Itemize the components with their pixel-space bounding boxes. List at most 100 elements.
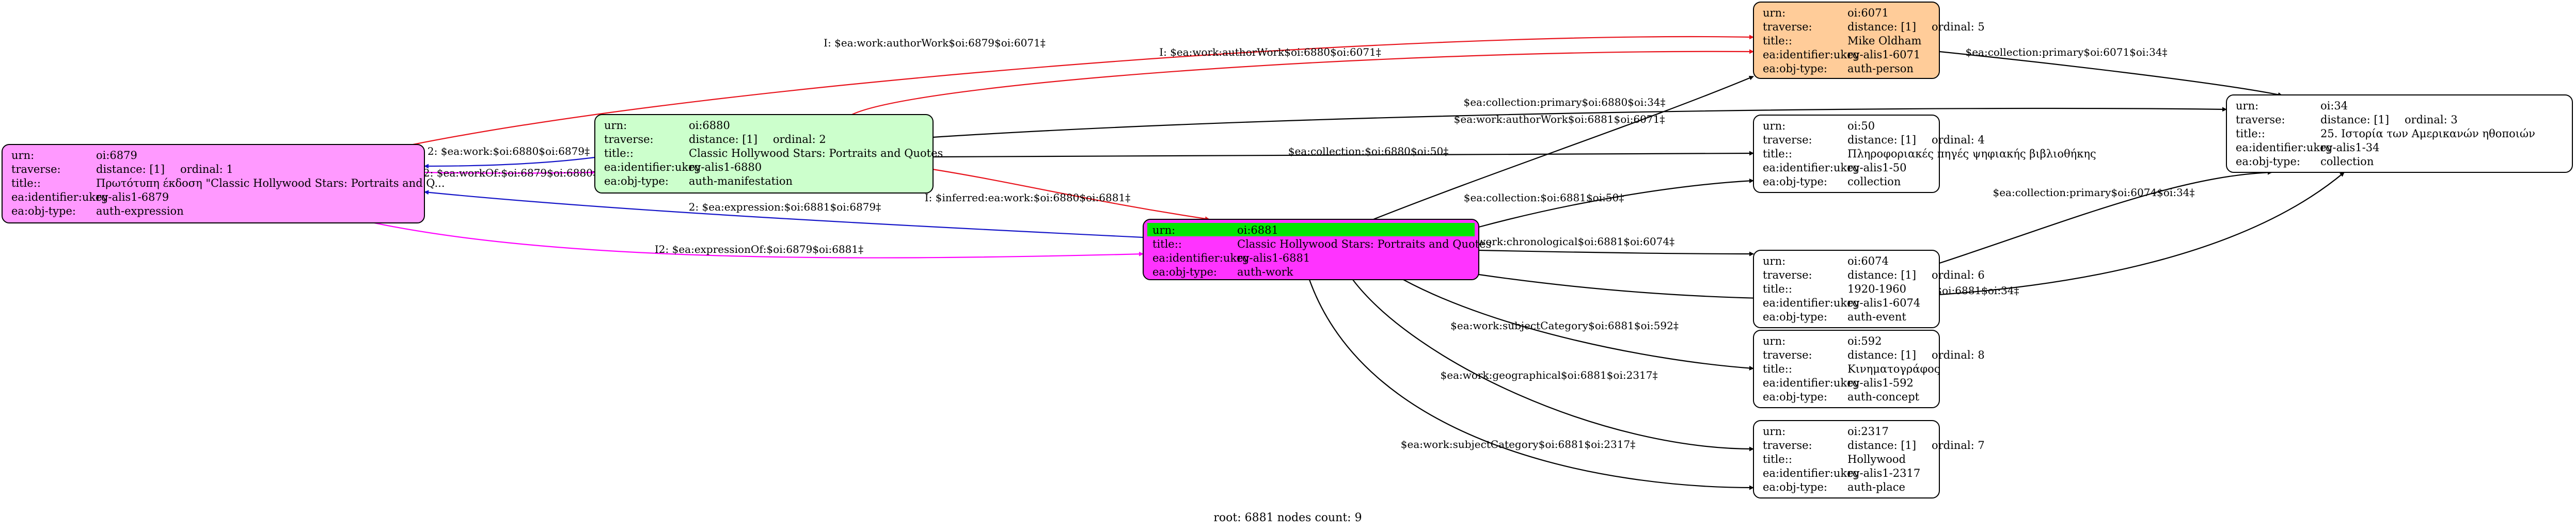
node-field-key: ea:obj-type: [1763, 175, 1827, 188]
node-field-value: Classic Hollywood Stars: Portraits and Q… [1237, 238, 1491, 250]
node-field-key: ea:obj-type: [1763, 311, 1827, 323]
node-field-value: rg-alis1-6071 [1847, 49, 1920, 61]
edge-e6: 2: $ea:work:$oi:6880$oi:6879‡ [424, 145, 595, 169]
edge-label: $ea:collection:primary$oi:6880$oi:34‡ [1463, 96, 1665, 108]
node-field-key: title:: [1763, 35, 1792, 47]
node-field-key: title:: [11, 177, 41, 189]
node-field-value: collection [2320, 155, 2374, 168]
edge-label: $ea:collection:$oi:6881$oi:50‡ [1464, 191, 1624, 204]
node-field-value: oi:6074 [1847, 255, 1889, 267]
node-field-value: auth-person [1847, 62, 1914, 75]
node-field-value: 25. Ιστορία των Αμερικανών ηθοποιών [2320, 127, 2535, 140]
node-field-extra: ordinal: 5 [1932, 21, 1985, 33]
node-field-value: oi:34 [2320, 100, 2348, 112]
node-field-key: urn: [11, 149, 34, 162]
edge-e18: $ea:work:subjectCategory$oi:6881$oi:2317… [1308, 279, 1754, 490]
edge-line [1939, 51, 2283, 97]
edge-label: I: $inferred:ea:work:$oi:6880$oi:6881‡ [925, 191, 1130, 204]
edge-e4: $ea:work:authorWork$oi:6881$oi:6071‡ [1373, 75, 1754, 220]
urn-highlight [1147, 223, 1475, 236]
node-field-value: distance: [1] [96, 163, 165, 175]
node-field-value: oi:50 [1847, 120, 1875, 132]
node-field-key: title:: [1763, 363, 1792, 375]
edge-e3: $ea:collection:primary$oi:6880$oi:34‡ [932, 96, 2227, 138]
node-field-value: distance: [1] [689, 133, 757, 146]
node-field-key: ea:obj-type: [1763, 481, 1827, 493]
node-field-value: rg-alis1-34 [2320, 141, 2380, 154]
node-box [1753, 2, 1940, 79]
node-field-key: title:: [1763, 453, 1792, 465]
node-field-key: title:: [1763, 148, 1792, 160]
edge-e10: 2: $ea:expression:$oi:6881$oi:6879‡ [424, 190, 1144, 238]
edge-e2: I: $ea:work:authorWork$oi:6880$oi:6071‡ [851, 46, 1754, 115]
node-field-key: ea:obj-type: [11, 205, 76, 217]
node-field-value: Πρωτότυπη έκδοση "Classic Hollywood Star… [96, 177, 445, 189]
node-field-value: distance: [1] [1847, 349, 1916, 361]
node-field-value: oi:6071 [1847, 7, 1889, 19]
node-field-key: ea:identifier:ukey [1763, 467, 1860, 479]
edges-layer: I: $ea:work:authorWork$oi:6879$oi:6071‡I… [374, 35, 2345, 490]
edge-label: I2: $ea:expressionOf:$oi:6879$oi:6881‡ [655, 243, 863, 255]
node-field-extra: ordinal: 4 [1932, 134, 1985, 146]
node-field-value: rg-alis1-6074 [1847, 297, 1920, 309]
node-field-key: traverse: [1763, 134, 1812, 146]
edge-line [1373, 75, 1754, 220]
edge-e5: $ea:collection:primary$oi:6071$oi:34‡ [1939, 46, 2283, 97]
node-field-extra: ordinal: 6 [1932, 269, 1985, 281]
node-box [1753, 250, 1940, 328]
node-field-value: oi:6879 [96, 149, 137, 162]
node-field-key: ea:identifier:ukey [11, 191, 108, 203]
node-field-value: rg-alis1-592 [1847, 377, 1914, 389]
edge-line [851, 49, 1754, 115]
node-field-extra: ordinal: 2 [773, 133, 826, 146]
edge-line [932, 168, 1210, 221]
node-field-key: ea:identifier:ukey [1152, 252, 1250, 264]
node-field-value: auth-concept [1847, 391, 1920, 403]
node-field-value: auth-expression [96, 205, 184, 217]
edge-e8: $ea:collection:$oi:6880$oi:50‡ [932, 145, 1754, 158]
edge-line [932, 107, 2227, 138]
node-field-key: ea:identifier:ukey [2236, 141, 2333, 154]
node-field-key: ea:identifier:ukey [604, 161, 701, 173]
edge-label: $ea:work:authorWork$oi:6881$oi:6071‡ [1454, 113, 1665, 125]
node-field-value: Πληροφοριακές πηγές ψηφιακής βιβλιοθήκης [1847, 148, 2096, 160]
node-box [1753, 330, 1940, 408]
node-field-value: distance: [1] [1847, 134, 1916, 146]
edge-label: I: $ea:work:authorWork$oi:6879$oi:6071‡ [824, 37, 1046, 49]
node-field-key: urn: [1763, 335, 1785, 347]
edge-label: $ea:collection:primary$oi:6074$oi:34‡ [1993, 186, 2194, 199]
node-field-value: 1920-1960 [1847, 283, 1906, 295]
node-field-value: distance: [1] [1847, 21, 1916, 33]
edge-line [1308, 279, 1754, 490]
node-field-value: oi:592 [1847, 335, 1882, 347]
node-field-extra: ordinal: 7 [1932, 439, 1985, 452]
node-field-value: rg-alis1-2317 [1847, 467, 1920, 479]
edge-line [932, 151, 1754, 158]
node-field-key: ea:obj-type: [1763, 62, 1827, 75]
node-field-value: Mike Oldham [1847, 35, 1921, 47]
edge-line [413, 35, 1754, 146]
node-box [1753, 115, 1940, 193]
edge-e17: $ea:work:geographical$oi:6881$oi:2317‡ [1352, 279, 1754, 452]
node-field-key: traverse: [1763, 269, 1812, 281]
node-field-extra: ordinal: 8 [1932, 349, 1985, 361]
edge-line [424, 156, 595, 169]
node-field-extra: ordinal: 1 [180, 163, 233, 175]
node-field-value: collection [1847, 175, 1901, 188]
node-field-key: title:: [1152, 238, 1182, 250]
node-field-key: title:: [1763, 283, 1792, 295]
edge-line [1403, 279, 1754, 371]
node-field-key: urn: [2236, 100, 2258, 112]
edge-e7: I2: $ea:workOf:$oi:6879$oi:6880‡ [419, 167, 598, 179]
node-field-value: auth-manifestation [689, 175, 793, 187]
